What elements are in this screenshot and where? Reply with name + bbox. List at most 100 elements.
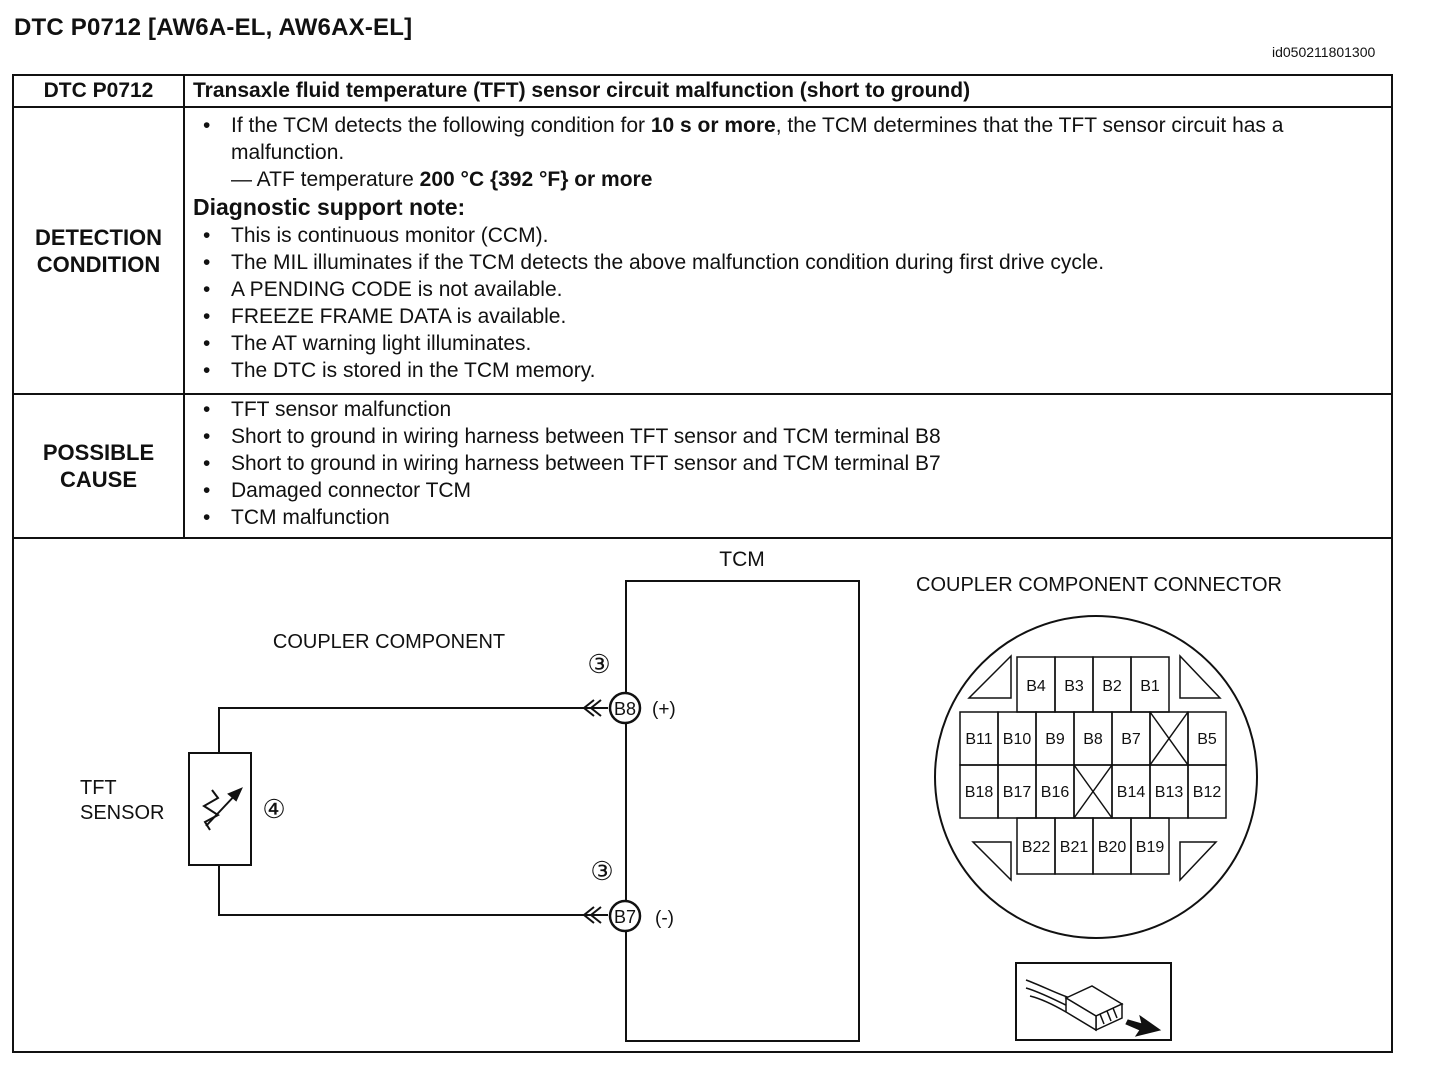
chevron-icon <box>582 906 595 924</box>
terminal-b7 <box>608 899 642 933</box>
pin-label: B20 <box>1098 839 1127 856</box>
guide-tab <box>967 654 1012 699</box>
list-item: Short to ground in wiring harness betwee… <box>193 450 1383 477</box>
chevron-icon <box>589 699 602 717</box>
connector-terminal-grid <box>959 656 1227 875</box>
label-line: CONDITION <box>36 251 161 277</box>
list-item: TFT sensor malfunction <box>193 396 1383 423</box>
possible-cause-list: TFT sensor malfunction Short to ground i… <box>193 396 1383 531</box>
thermistor-icon <box>202 787 243 831</box>
guide-tab <box>1179 654 1222 699</box>
pin-label: B10 <box>1003 731 1032 748</box>
terminal-b7-label: B7 <box>614 907 636 927</box>
pin-label: B8 <box>1083 731 1103 748</box>
wire-b8 <box>218 707 608 753</box>
blank-cross <box>1149 711 1189 766</box>
pin-label: B16 <box>1041 784 1070 801</box>
pin-label: B11 <box>965 731 992 748</box>
connector-plug-icon <box>1025 979 1124 1032</box>
list-item: TCM malfunction <box>193 504 1383 531</box>
dtc-table: DTC P0712 Transaxle fluid temperature (T… <box>12 74 1393 539</box>
tft-sensor-body <box>188 752 252 866</box>
detection-threshold: — ATF temperature 200 °C {392 °F} or mor… <box>193 166 1383 193</box>
connector-face <box>934 615 1258 939</box>
pin-label: B7 <box>1121 731 1141 748</box>
terminal-b8-label: B8 <box>614 699 636 719</box>
label-line: POSSIBLE <box>42 440 155 465</box>
pin-label: B3 <box>1064 678 1084 695</box>
detection-condition-content: If the TCM detects the following conditi… <box>183 106 1393 395</box>
pin-label: B17 <box>1003 784 1032 801</box>
pin-label: B2 <box>1102 678 1122 695</box>
tft-sensor-label: TFT <box>80 777 117 799</box>
connector-guides <box>967 654 1222 882</box>
pin-label: B5 <box>1197 731 1217 748</box>
list-item: The AT warning light illuminates. <box>193 330 1383 357</box>
page-title: DTC P0712 [AW6A-EL, AW6AX-EL] <box>14 14 413 41</box>
pin-label: B4 <box>1026 678 1046 695</box>
tcm-box <box>625 580 860 1042</box>
connector-cell <box>1130 817 1170 875</box>
intro-text: If the TCM detects the following conditi… <box>231 114 651 137</box>
dtc-code-cell: DTC P0712 <box>12 74 185 108</box>
table-header-row: DTC P0712 Transaxle fluid temperature (T… <box>12 74 1393 108</box>
guide-tab <box>1179 841 1218 882</box>
list-item: FREEZE FRAME DATA is available. <box>193 303 1383 330</box>
possible-cause-content: TFT sensor malfunction Short to ground i… <box>183 393 1393 539</box>
list-item: Damaged connector TCM <box>193 477 1383 504</box>
harness-callout-bottom: ③ <box>590 856 613 886</box>
diagnostic-note-title: Diagnostic support note: <box>193 194 466 220</box>
blank-cross <box>1073 764 1113 819</box>
list-item: The MIL illuminates if the TCM detects t… <box>193 249 1383 276</box>
terminal-b7-polarity: (-) <box>655 908 674 929</box>
connector-terminal-labels: B4 B3 B2 B1 B11 B10 B9 B8 B7 B5 B18 B17 … <box>965 678 1222 856</box>
wiring-diagram-frame <box>12 535 1393 1053</box>
guide-tab <box>971 841 1012 882</box>
connector-chevrons <box>582 699 602 924</box>
list-item: A PENDING CODE is not available. <box>193 276 1383 303</box>
pin-label: B9 <box>1045 731 1065 748</box>
pin-label: B21 <box>1060 839 1089 856</box>
sensor-callout: ④ <box>262 794 285 824</box>
detection-condition-row: DETECTION CONDITION If the TCM detects t… <box>12 106 1393 395</box>
tft-sensor-label: SENSOR <box>80 802 164 824</box>
threshold-text: — ATF temperature <box>231 168 420 191</box>
document-id: id050211801300 <box>1272 44 1376 60</box>
chevron-icon <box>582 699 595 717</box>
detection-condition-label: DETECTION CONDITION <box>12 106 185 395</box>
connector-cell <box>1187 764 1227 819</box>
list-item: If the TCM detects the following conditi… <box>193 112 1383 166</box>
possible-cause-label: POSSIBLE CAUSE <box>12 393 185 539</box>
intro-text: , the TCM determines that the TFT sensor… <box>231 114 1284 164</box>
coupler-component-label: COUPLER COMPONENT <box>273 631 505 653</box>
pin-label: B1 <box>1140 678 1160 695</box>
pin-label: B14 <box>1117 784 1146 801</box>
threshold-value: 200 °C {392 °F} or more <box>419 168 653 191</box>
detection-intro-list: If the TCM detects the following conditi… <box>193 112 1383 166</box>
pin-label: B22 <box>1022 839 1051 856</box>
view-direction-arrow-icon <box>1125 1014 1162 1037</box>
harness-callout-top: ③ <box>587 649 610 679</box>
terminal-b8 <box>608 691 642 725</box>
intro-duration: 10 s or more <box>650 114 776 137</box>
pin-label: B12 <box>1193 784 1222 801</box>
list-item: Short to ground in wiring harness betwee… <box>193 423 1383 450</box>
pin-label: B18 <box>965 784 994 801</box>
terminal-b8-polarity: (+) <box>652 699 676 720</box>
dtc-description-cell: Transaxle fluid temperature (TFT) sensor… <box>183 74 1393 108</box>
pin-label: B19 <box>1136 839 1165 856</box>
list-item: This is continuous monitor (CCM). <box>193 222 1383 249</box>
connector-view-box <box>1015 962 1172 1041</box>
label-line: DETECTION <box>34 224 163 250</box>
pin-label: B13 <box>1155 784 1184 801</box>
possible-cause-row: POSSIBLE CAUSE TFT sensor malfunction Sh… <box>12 393 1393 539</box>
label-line: CAUSE <box>59 467 137 492</box>
tcm-label: TCM <box>719 548 765 571</box>
wiring-harness <box>218 707 608 916</box>
diagnostic-notes-list: This is continuous monitor (CCM). The MI… <box>193 222 1383 384</box>
list-item: The DTC is stored in the TCM memory. <box>193 357 1383 384</box>
connector-title: COUPLER COMPONENT CONNECTOR <box>916 574 1282 596</box>
wire-b7 <box>218 865 608 916</box>
chevron-icon <box>589 906 602 924</box>
